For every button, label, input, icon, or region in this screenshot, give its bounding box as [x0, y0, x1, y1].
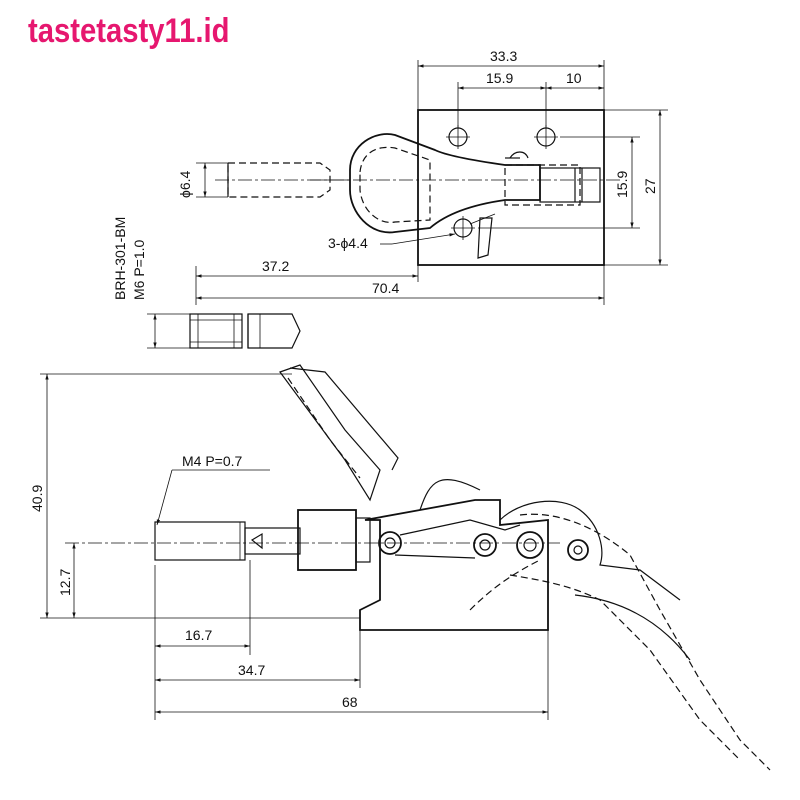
thread-callout: M4 P=0.7 [182, 453, 243, 469]
mounting-hole [534, 125, 558, 149]
dim-stroke: 16.7 [185, 627, 212, 643]
handle-raised [279, 364, 381, 502]
linkage-arm [499, 500, 681, 601]
handle-hidden-line [359, 146, 431, 223]
frame-body [359, 499, 549, 631]
dim-hole-edge: 10 [566, 70, 582, 86]
spindle-part-number: BRH-301-BM [112, 217, 128, 300]
mounting-hole [446, 125, 470, 149]
dim-plunger-ext: 37.2 [262, 258, 289, 274]
dim-hole-spacing: 15.9 [486, 70, 513, 86]
plunger-hidden-line [227, 162, 331, 198]
spindle-detail: BRH-301-BM M6 P=1.0 [112, 217, 301, 349]
spindle-thread: M6 P=1.0 [131, 239, 147, 300]
shop-watermark: tastetasty11.id [28, 12, 230, 50]
dim-width-total: 33.3 [490, 48, 517, 64]
dim-height-total: 27 [642, 178, 658, 194]
linkage-block [539, 167, 601, 203]
top-view: 33.3 15.9 10 15.9 27 ϕ6.4 [177, 48, 668, 305]
handle-outline [349, 133, 541, 234]
clamp-arm [477, 217, 493, 259]
dim-plunger-diameter: ϕ6.4 [177, 170, 193, 198]
handle-lowered [519, 513, 771, 771]
mounting-hole [451, 216, 475, 240]
dim-height-axis: 12.7 [57, 569, 73, 596]
dim-length-mid: 34.7 [238, 662, 265, 678]
dim-length-total-side: 68 [342, 694, 358, 710]
dim-height-holes: 15.9 [614, 171, 630, 198]
pivot-pin [567, 539, 589, 561]
dim-height-total-side: 40.9 [29, 485, 45, 512]
threaded-spindle [154, 521, 246, 561]
pivot-pin [516, 531, 544, 559]
side-view: M4 P=0.7 40.9 12.7 16.7 34.7 68 [29, 364, 771, 771]
holes-callout: 3-ϕ4.4 [328, 235, 368, 251]
plunger-housing [297, 509, 357, 571]
base-plate-outline [417, 109, 605, 266]
pivot-pin [473, 533, 497, 557]
dim-length-total: 70.4 [372, 280, 399, 296]
